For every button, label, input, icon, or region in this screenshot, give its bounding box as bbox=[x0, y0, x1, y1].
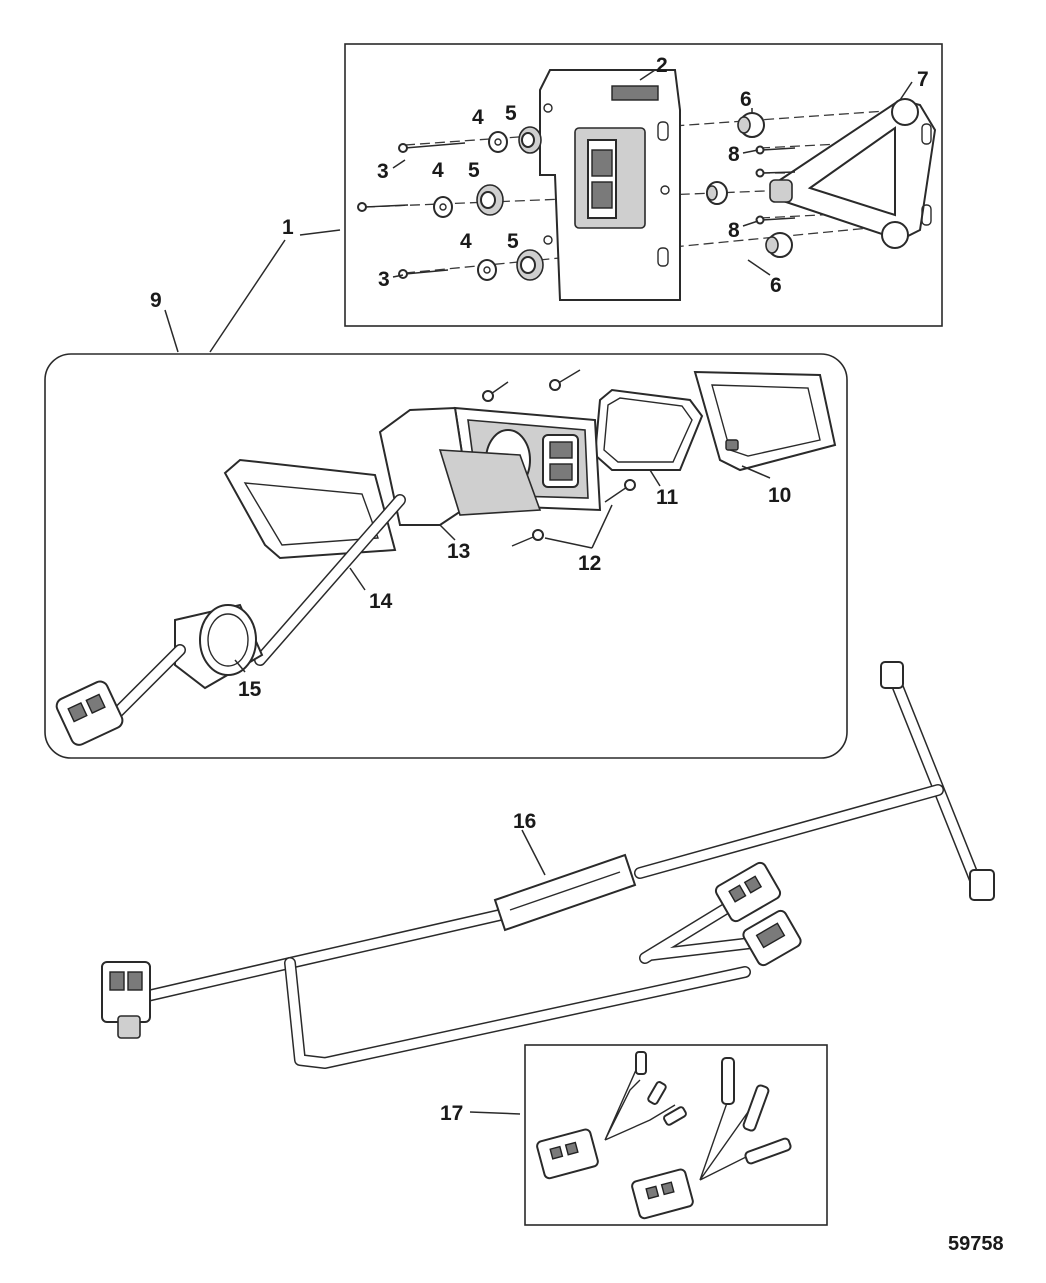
callout-17: 17 bbox=[440, 1102, 463, 1125]
callout-10: 10 bbox=[768, 484, 791, 507]
callout-5b: 5 bbox=[468, 159, 480, 182]
callout-8b: 8 bbox=[728, 219, 740, 242]
leader-9 bbox=[164, 309, 179, 353]
adapter-left bbox=[536, 1051, 687, 1180]
mounting-plate-group: 2 3 3 4 4 4 5 5 5 6 6 7 8 8 bbox=[344, 43, 943, 327]
bracket-screw-bottom bbox=[755, 215, 796, 225]
plate-barcode-label bbox=[611, 85, 659, 101]
harness-connector-top-right bbox=[880, 661, 904, 689]
harness-connector-left bbox=[101, 961, 151, 1039]
callout-1: 1 bbox=[282, 216, 294, 239]
figure-number: 59758 bbox=[948, 1233, 1004, 1255]
callout-3b: 3 bbox=[378, 268, 390, 291]
wiring-harness: 16 bbox=[101, 661, 995, 1069]
bracket-screw-top bbox=[755, 145, 796, 178]
leader-1 bbox=[299, 229, 341, 236]
callout-7: 7 bbox=[917, 68, 929, 91]
callout-9: 9 bbox=[150, 289, 162, 312]
screw-top bbox=[398, 142, 466, 153]
connector-assembly-group: 10 11 12 13 14 15 bbox=[44, 353, 848, 759]
adapter-pigtails-box bbox=[524, 1044, 828, 1226]
harness-connector-bottom-right bbox=[969, 869, 995, 901]
callout-5c: 5 bbox=[507, 230, 519, 253]
screw-middle bbox=[357, 202, 409, 212]
callout-2: 2 bbox=[656, 54, 668, 77]
callout-3a: 3 bbox=[377, 160, 389, 183]
washer-top bbox=[488, 131, 508, 153]
leader-1-to-harness-box bbox=[209, 239, 286, 353]
callout-4b: 4 bbox=[432, 159, 444, 182]
callout-16: 16 bbox=[513, 810, 536, 833]
adapter-pigtails-group: 17 bbox=[440, 1044, 828, 1226]
callout-5a: 5 bbox=[505, 102, 517, 125]
flange-screws bbox=[482, 369, 636, 547]
callout-13: 13 bbox=[447, 540, 470, 563]
harness-connector-upper-pair bbox=[714, 861, 802, 967]
callout-12: 12 bbox=[578, 552, 601, 575]
pigtail-connector bbox=[55, 680, 124, 746]
callout-15: 15 bbox=[238, 678, 262, 701]
callout-4c: 4 bbox=[460, 230, 472, 253]
leader-17 bbox=[469, 1111, 521, 1115]
mounting-plate-box bbox=[344, 43, 943, 327]
callout-6b: 6 bbox=[770, 274, 782, 297]
leader-16 bbox=[521, 829, 546, 876]
callout-8a: 8 bbox=[728, 143, 740, 166]
washer-bottom bbox=[477, 259, 497, 281]
connector-assembly-box bbox=[44, 353, 848, 759]
callout-6a: 6 bbox=[740, 88, 752, 111]
callout-14: 14 bbox=[369, 590, 393, 613]
washer-middle bbox=[433, 196, 453, 218]
callout-11: 11 bbox=[656, 486, 679, 509]
callout-4a: 4 bbox=[472, 106, 484, 129]
harness-module bbox=[493, 853, 637, 932]
adapter-right bbox=[631, 1057, 792, 1220]
